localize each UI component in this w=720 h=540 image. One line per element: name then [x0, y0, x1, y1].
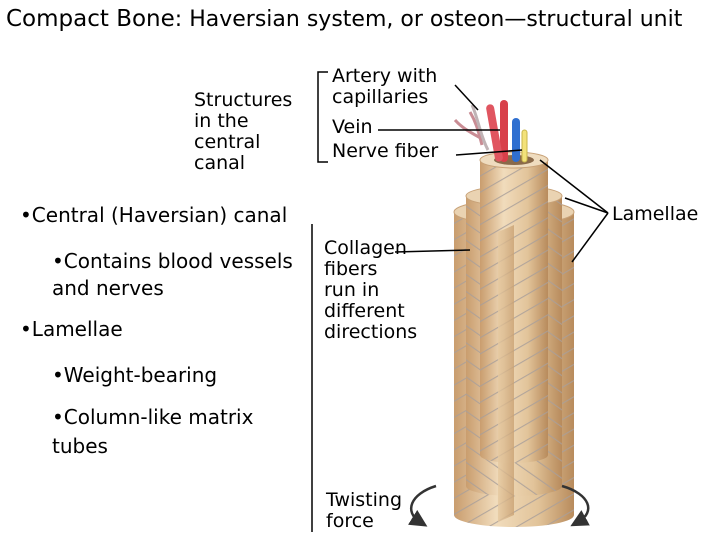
structures-bracket	[317, 71, 328, 163]
collagen-line-2: fibers	[324, 258, 378, 280]
twisting-label: Twisting force	[326, 490, 402, 532]
collagen-label: Collagen fibers run in different directi…	[324, 238, 417, 343]
lamellae-label: Lamellae	[612, 203, 699, 225]
title-rest: Haversian system, or osteon—structural u…	[189, 7, 683, 32]
artery-line-2: capillaries	[332, 86, 429, 108]
vein-label: Vein	[332, 116, 373, 138]
structures-label: Structures in the central canal	[194, 90, 292, 174]
artery-line-1: Artery with	[332, 65, 438, 87]
artery-vessel	[500, 100, 508, 162]
twisting-line-1: Twisting	[326, 489, 403, 511]
structures-line-2: in the	[194, 110, 249, 132]
bullet-contains-cont: and nerves	[52, 276, 164, 300]
twisting-line-2: force	[326, 510, 374, 532]
bullet-central-canal: •Central (Haversian) canal	[20, 203, 288, 227]
collagen-line-1: Collagen	[324, 237, 407, 259]
nerve-fiber	[521, 129, 528, 163]
title-bold: Compact Bone	[6, 6, 175, 32]
bullet-lamellae: •Lamellae	[20, 317, 123, 341]
artery-label: Artery with capillaries	[332, 66, 437, 108]
bullet-column: •Column-like matrix	[52, 405, 254, 429]
collagen-line-3: run in	[324, 279, 380, 301]
collagen-line-5: directions	[324, 321, 418, 343]
lamellae-leader-3	[571, 212, 609, 263]
cutaway-face	[498, 225, 514, 522]
nerve-leader	[455, 149, 523, 156]
lamellae-leader-2	[564, 197, 609, 214]
structures-line-4: canal	[194, 152, 246, 174]
title-colon: :	[174, 7, 183, 32]
lamellae-leader-1	[539, 159, 609, 214]
bullet-contains: •Contains blood vessels	[52, 249, 293, 273]
page-title: Compact Bone: Haversian system, or osteo…	[6, 6, 682, 32]
collagen-leader	[394, 249, 471, 253]
structures-line-3: central	[194, 131, 261, 153]
bullet-weight: •Weight-bearing	[52, 363, 218, 387]
canal-vessels	[453, 100, 528, 163]
collagen-line-4: different	[324, 300, 405, 322]
twist-arrow-left	[407, 484, 437, 527]
twist-arrow-right	[561, 484, 590, 527]
artery-leader	[454, 84, 479, 111]
nerve-label: Nerve fiber	[332, 140, 439, 162]
vein-vessel	[512, 118, 520, 162]
structures-line-1: Structures	[194, 89, 293, 111]
bullet-column-cont: tubes	[52, 434, 108, 458]
